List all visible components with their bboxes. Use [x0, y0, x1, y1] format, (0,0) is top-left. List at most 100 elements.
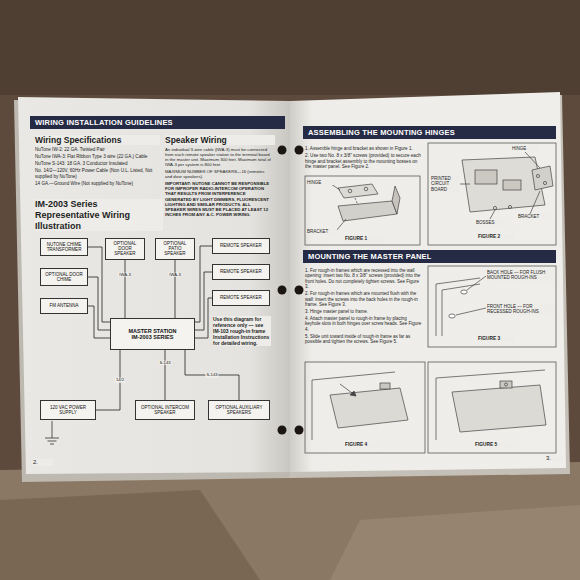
figure-5 [452, 385, 546, 432]
left-page [18, 97, 290, 474]
ground-symbol [52, 421, 53, 438]
wire-connector [88, 277, 110, 330]
wire-connector [195, 298, 212, 338]
text-column: NuTone IW-2: 22 GA. Twisted PairNuTone I… [35, 147, 159, 188]
figure-4 [380, 383, 390, 389]
node-title: OPTIONAL DOOR SPEAKER [108, 241, 142, 257]
figure-4 [340, 384, 356, 396]
wire-type-label: S-143 [205, 373, 218, 378]
figure-2 [543, 181, 546, 184]
wiring-box: REMOTE SPEAKER [212, 238, 270, 254]
body-text: 4. Attach master panel to rough-in frame… [305, 316, 423, 332]
node-title: MASTER STATION [113, 328, 192, 334]
wiring-box: OPTIONAL INTERCOM SPEAKER [135, 400, 195, 420]
right-page [290, 92, 566, 472]
body-text: NuTone IW-2: 22 GA. Twisted Pair [35, 147, 159, 153]
figure-5 [500, 381, 512, 388]
body-text: 14 GA.—Ground Wire (Not supplied by NuTo… [35, 181, 159, 187]
wiring-box: OPTIONAL DOOR SPEAKER [105, 238, 145, 260]
figure-5 [505, 383, 508, 386]
body-text: No. 14/2—120V, 60Hz Power Cable (Non U.L… [35, 168, 159, 179]
wiring-box: OPTIONAL AUXILIARY SPEAKERS [208, 400, 270, 420]
section-heading: Speaker Wiring [165, 135, 275, 145]
text-column: 1. For rough-in frames which are recesse… [305, 268, 423, 346]
node-title: ASSEMBLING THE MOUNTING HINGES [308, 129, 551, 137]
ground-symbol [45, 438, 59, 439]
body-text: NuTone IWA-3: Flat Ribbon Type 3 wire (2… [35, 154, 159, 160]
binding-hole [278, 146, 287, 155]
background [0, 0, 580, 95]
figure-1 [348, 189, 352, 193]
left-page [18, 97, 290, 474]
figure-3 [456, 308, 486, 315]
wiring-box: FM ANTENNA [40, 298, 88, 314]
figure-3 [442, 284, 480, 336]
wiring-box: 120 VAC POWER SUPPLY [40, 400, 96, 420]
figure-3 [461, 290, 467, 294]
body-text: 1. Assemble hinge and bracket as shown i… [305, 146, 423, 152]
figure-3 [428, 266, 556, 347]
figure-4 [305, 362, 425, 453]
wire-connector [88, 306, 110, 338]
figure-3 [436, 278, 480, 336]
figure-4 [330, 388, 408, 428]
figure-2 [532, 166, 553, 190]
figure-label: HINGE [307, 180, 333, 185]
wire-connector [185, 350, 239, 400]
ground-symbol [48, 441, 57, 442]
body-text: An individual 3-wire cable (IWA-3) must … [165, 147, 272, 168]
wiring-box: REMOTE SPEAKER [212, 290, 270, 306]
wiring-box: MASTER STATIONIM-2003 SERIES [110, 318, 195, 350]
figure-4 [305, 362, 425, 453]
figure-2 [462, 157, 545, 212]
figure-label: FRONT HOLE — FOR RECESSED ROUGH-INS [487, 304, 553, 315]
figure-2 [428, 143, 556, 245]
body-text: 2. Use two No. 8 x 3/8" screws (provided… [305, 153, 423, 170]
section-header-band: MOUNTING THE MASTER PANEL [303, 250, 556, 263]
figure-label: FIGURE 3 [478, 336, 514, 342]
background [0, 490, 260, 580]
figure-2 [493, 206, 496, 209]
node-title: 120 VAC POWER SUPPLY [43, 405, 93, 415]
binding-hole [278, 426, 287, 435]
wire-type-label: S-143 [158, 360, 171, 365]
figure-label: HINGE [512, 146, 538, 151]
wiring-box: REMOTE SPEAKER [212, 264, 270, 280]
body-text: 3. Hinge master panel to frame. [305, 309, 423, 314]
section-heading: Wiring Specifications [35, 135, 160, 145]
figure-2 [530, 191, 540, 214]
figure-label: 3. [546, 455, 562, 462]
wire-connector [195, 246, 212, 322]
figure-label: 2. [33, 459, 53, 466]
binding-hole [295, 146, 304, 155]
body-text: NuTone S-143: 18 GA. 3 Conductor Insulat… [35, 161, 159, 167]
wire-connector [175, 260, 176, 318]
figure-label: Use this diagram for reference only — se… [213, 316, 271, 346]
binding-hole [295, 286, 304, 295]
figure-3 [428, 266, 556, 347]
figure-5 [428, 362, 556, 453]
node-title: REMOTE SPEAKER [215, 243, 267, 248]
node-title: NUTONE CHIME TRANSFORMER [43, 242, 85, 252]
text-column: 1. Assemble hinge and bracket as shown i… [305, 146, 423, 171]
node-title: FM ANTENNA [43, 303, 85, 308]
figure-3 [467, 276, 486, 290]
binding-hole [295, 426, 304, 435]
body-text: MAXIMUM NUMBER OF SPEAKERS—16 (remotes a… [165, 169, 272, 179]
node-title: OPTIONAL PATIO SPEAKER [158, 241, 192, 257]
figure-1 [305, 176, 420, 245]
figure-2 [490, 210, 495, 219]
section-header-band: WIRING INSTALLATION GUIDELINES [30, 116, 285, 129]
wiring-box: OPTIONAL PATIO SPEAKER [155, 238, 195, 260]
figure-1 [338, 184, 378, 198]
figure-2 [536, 174, 539, 177]
section-heading: IM-2003 Series Representative Wiring Ill… [35, 199, 163, 231]
figure-label: FIGURE 1 [345, 236, 381, 242]
figure-5 [436, 370, 545, 440]
node-title: MOUNTING THE MASTER PANEL [308, 253, 551, 261]
